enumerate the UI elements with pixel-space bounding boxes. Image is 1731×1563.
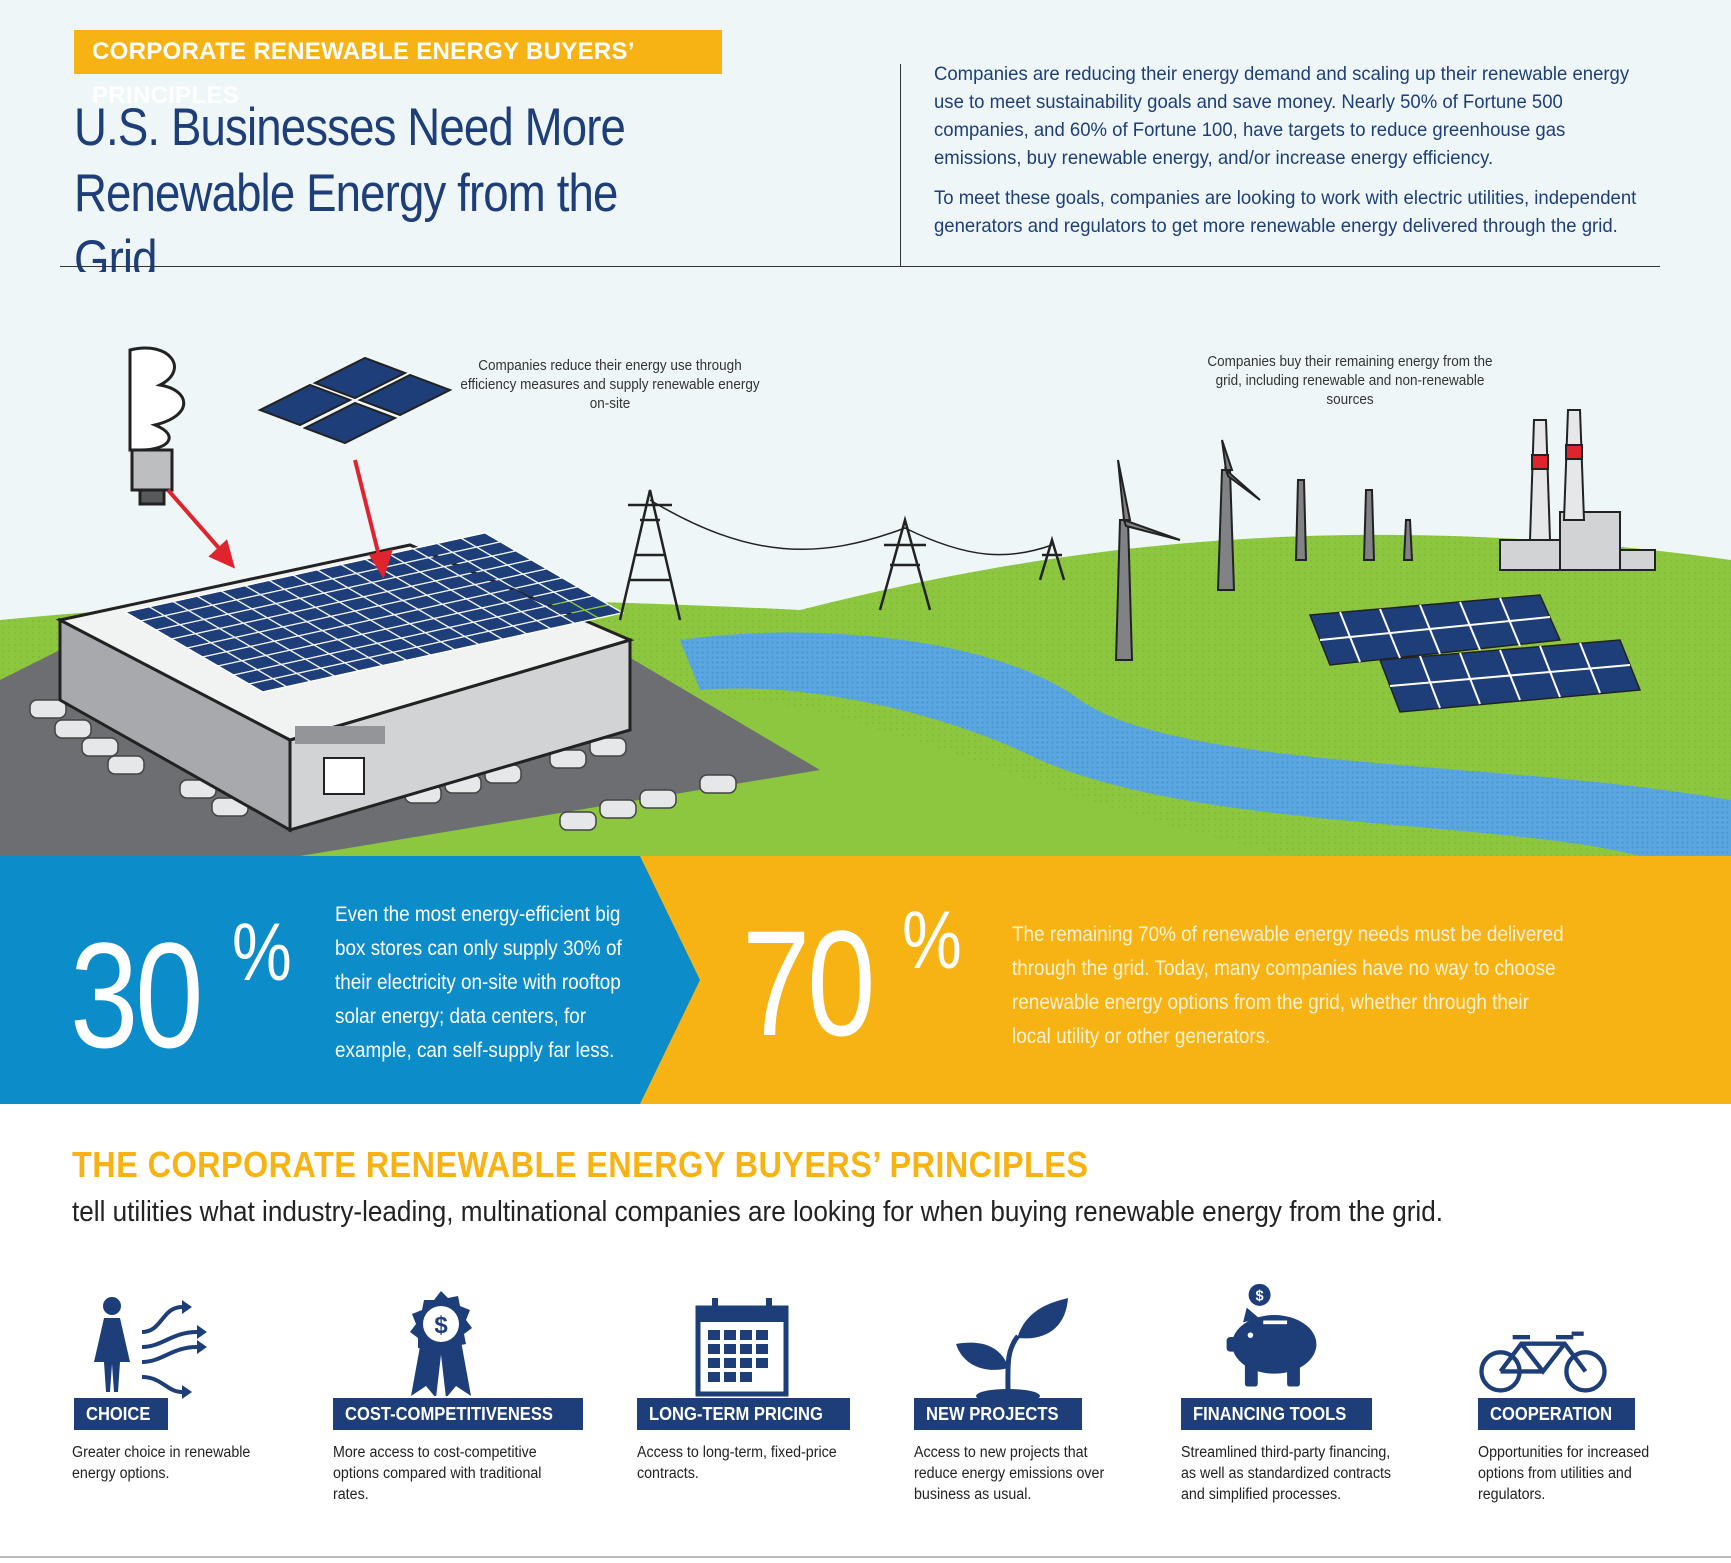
store-sign — [295, 726, 385, 744]
dollar-ribbon-icon: $ — [410, 1291, 472, 1396]
svg-text:$: $ — [1256, 1288, 1264, 1304]
wind-turbines — [1114, 439, 1414, 661]
header-divider-horizontal — [60, 266, 1660, 267]
page-title: U.S. Businesses Need More Renewable Ener… — [74, 95, 659, 293]
stat-70-percent-sign: % — [902, 895, 962, 986]
stat-70-text: The remaining 70% of renewable energy ne… — [1012, 923, 1564, 1048]
page-title-line-2: Renewable Energy from the Grid — [74, 164, 618, 289]
power-plant — [1499, 409, 1656, 571]
principle-projects-desc: Access to new projects that reduce energ… — [914, 1444, 1105, 1503]
svg-text:$: $ — [434, 1312, 448, 1339]
intro-paragraph-2: To meet these goals, companies are looki… — [934, 187, 1637, 237]
stat-30-percent-sign: % — [232, 907, 292, 998]
principles-subtitle: tell utilities what industry-leading, mu… — [72, 1196, 1443, 1228]
principle-cost-label: COST-COMPETITIVENESS — [333, 1398, 584, 1430]
cfl-bulb — [128, 346, 186, 506]
principle-projects-label: NEW PROJECTS — [914, 1398, 1083, 1430]
scene-caption-left: Companies reduce their energy use throug… — [460, 357, 760, 412]
principle-choice-label: CHOICE — [74, 1398, 169, 1430]
red-arrows — [166, 459, 393, 579]
power-pylons — [618, 489, 1066, 621]
principle-pricing-label: LONG-TERM PRICING — [637, 1398, 850, 1430]
principle-financing-label: FINANCING TOOLS — [1181, 1398, 1372, 1430]
principle-financing-desc: Streamlined third-party financing, as we… — [1181, 1444, 1392, 1503]
rooftop-solar-panels — [123, 532, 625, 693]
scene-caption-right: Companies buy their remaining energy fro… — [1207, 353, 1493, 408]
solar-farm-gridlines — [1319, 597, 1631, 709]
stat-30-text: Even the most energy-efficient big box s… — [335, 903, 622, 1062]
top-badge: CORPORATE RENEWABLE ENERGY BUYERS’ PRINC… — [74, 30, 722, 109]
bottom-rule — [0, 1556, 1731, 1558]
intro-paragraph-1: Companies are reducing their energy dema… — [934, 63, 1630, 169]
header-divider-vertical — [900, 64, 901, 266]
principle-cooperation-desc: Opportunities for increased options from… — [1478, 1444, 1650, 1503]
floating-solar-panel — [257, 356, 453, 445]
sprout-icon — [956, 1298, 1068, 1403]
principles-title: THE CORPORATE RENEWABLE ENERGY BUYERS’ P… — [72, 1144, 1089, 1185]
store-door — [323, 757, 365, 795]
calendar-icon — [695, 1298, 789, 1397]
stat-70-number: 70 — [742, 899, 876, 1067]
principle-cooperation-label: COOPERATION — [1478, 1398, 1635, 1430]
person-arrows-icon — [94, 1297, 207, 1399]
tandem-bicycle-icon — [1479, 1331, 1607, 1393]
principle-pricing-desc: Access to long-term, fixed-price contrac… — [637, 1444, 837, 1482]
principle-choice-desc: Greater choice in renewable energy optio… — [72, 1444, 251, 1482]
piggy-bank-icon: $ — [1226, 1283, 1317, 1387]
principle-cost-desc: More access to cost-competitive options … — [333, 1444, 542, 1503]
page-title-line-1: U.S. Businesses Need More — [74, 98, 626, 157]
energy-scene-illustration — [0, 272, 1731, 856]
stat-30-number: 30 — [70, 911, 204, 1079]
stat-band-gold — [640, 856, 1731, 1104]
